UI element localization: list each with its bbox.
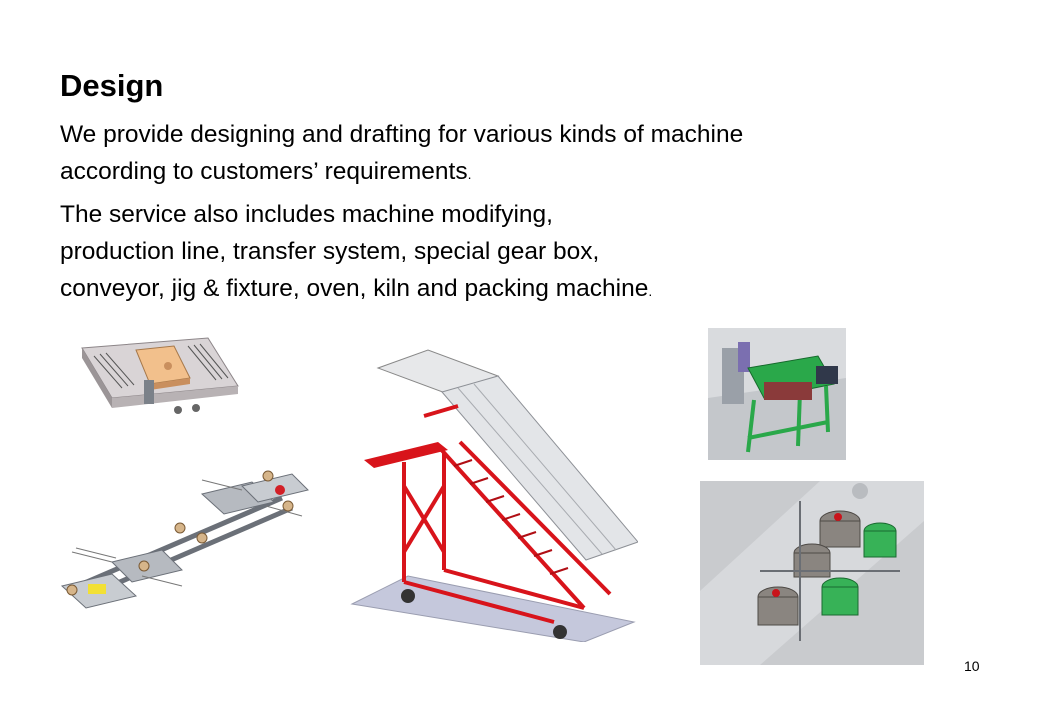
mobile-stairs-image <box>350 349 638 642</box>
services-paragraph: The service also includes machine modify… <box>60 196 652 310</box>
transfer-system-image <box>60 470 309 609</box>
slide-title: Design <box>60 68 164 103</box>
intro-paragraph: We provide designing and drafting for va… <box>60 116 920 193</box>
production-line-image <box>708 328 846 460</box>
services-line-2: production line, transfer system, specia… <box>60 238 600 265</box>
services-period: . <box>648 283 653 299</box>
services-line-3-text: conveyor, jig & fixture, oven, kiln and … <box>60 275 649 302</box>
services-line-3: conveyor, jig & fixture, oven, kiln and … <box>60 270 652 310</box>
jig-fixture-image <box>81 337 239 414</box>
intro-line-1: We provide designing and drafting for va… <box>60 121 744 148</box>
page-number: 10 <box>964 658 980 674</box>
intro-line-2: according to customers’ requirements. <box>60 153 920 193</box>
intro-period: . <box>467 166 472 182</box>
intro-line-2-text: according to customers’ requirements <box>60 158 468 185</box>
services-line-1: The service also includes machine modify… <box>60 201 553 228</box>
tank-plant-image <box>700 481 924 665</box>
